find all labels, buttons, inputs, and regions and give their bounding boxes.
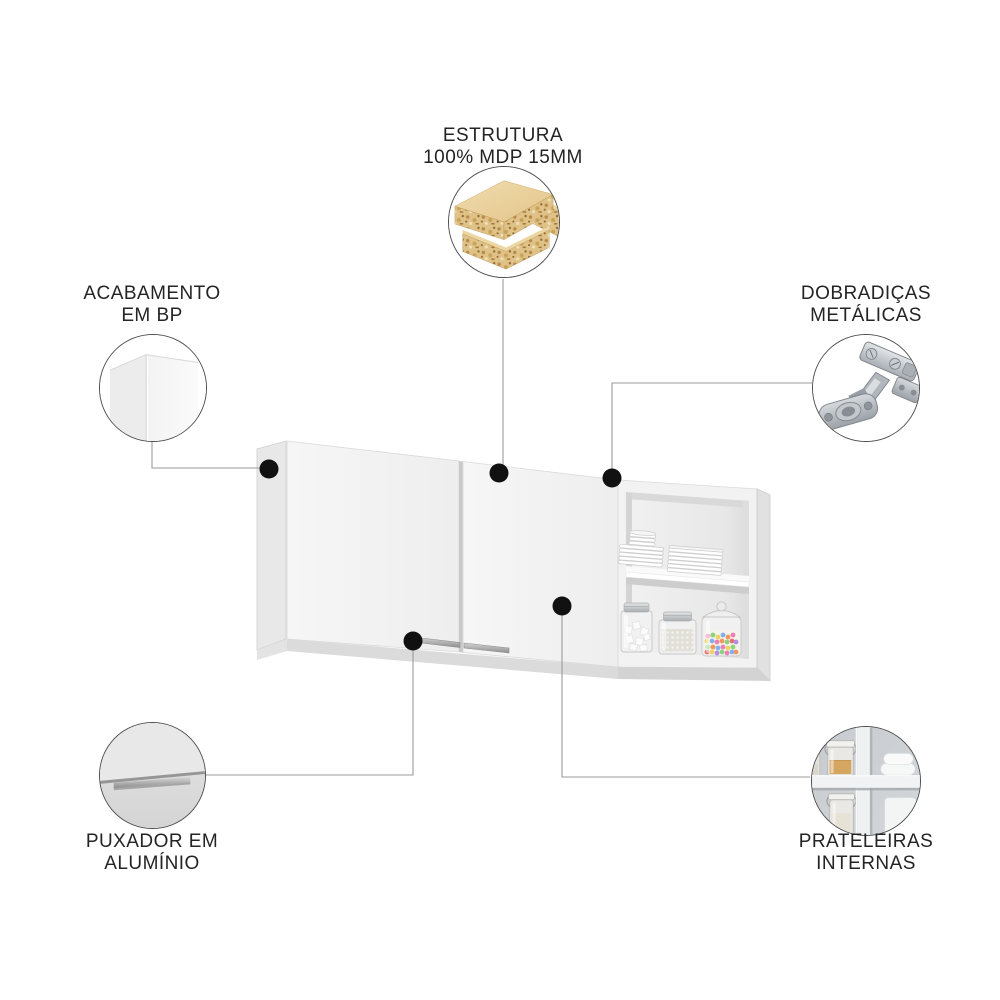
label-text: 100% MDP 15MM bbox=[423, 147, 583, 168]
door-divider bbox=[459, 461, 463, 653]
callout-lines bbox=[151, 279, 812, 778]
cabinet-right-panel bbox=[756, 488, 771, 682]
cabinet-door-right bbox=[462, 461, 619, 668]
callout-dots bbox=[259, 459, 622, 651]
clip-jar-grain bbox=[824, 740, 857, 777]
door-handle-right bbox=[463, 642, 510, 654]
callout-dot-puxador bbox=[403, 631, 423, 651]
callout-label-estrutura: ESTRUTURA 100% MDP 15MM bbox=[353, 125, 653, 169]
jar-candies bbox=[701, 601, 742, 657]
plates-stack-round bbox=[618, 530, 664, 568]
cabinet-left-panel bbox=[256, 440, 287, 651]
white-corner bbox=[109, 354, 199, 441]
label-text: ALUMÍNIO bbox=[104, 853, 200, 874]
particle-boards bbox=[454, 180, 559, 270]
callout-line-prateleiras bbox=[561, 612, 810, 778]
label-text: PRATELEIRAS bbox=[798, 831, 934, 852]
label-text: DOBRADIÇAS bbox=[800, 283, 932, 304]
cabinet-door-left bbox=[286, 440, 460, 653]
label-text: ESTRUTURA bbox=[442, 125, 564, 146]
internal-shelves-icon bbox=[811, 726, 921, 836]
plates-stack-square bbox=[666, 545, 724, 576]
callout-label-prateleiras: PRATELEIRAS INTERNAS bbox=[716, 831, 1000, 875]
cabinet bbox=[256, 440, 771, 682]
cabinet-bottom bbox=[618, 667, 770, 681]
callout-label-dobradicas: DOBRADIÇAS METÁLICAS bbox=[716, 283, 1000, 327]
callout-line-puxador bbox=[206, 648, 414, 776]
label-text: EM BP bbox=[121, 305, 183, 326]
label-text: ACABAMENTO bbox=[83, 283, 221, 304]
open-shelf-compartment bbox=[617, 479, 758, 669]
callout-label-puxador: PUXADOR EM ALUMÍNIO bbox=[2, 831, 302, 875]
cabinet-bottom bbox=[257, 639, 287, 660]
label-text: METÁLICAS bbox=[810, 305, 922, 326]
concealed-hinge bbox=[818, 341, 919, 430]
clip-jar-white bbox=[826, 793, 857, 835]
mdp-board-icon bbox=[448, 166, 560, 278]
callout-line-dobradicas bbox=[611, 382, 812, 472]
callout-dot-dobradicas bbox=[602, 468, 622, 488]
metal-hinge-icon bbox=[812, 334, 920, 442]
jar-pearls bbox=[658, 611, 697, 655]
internal-shelf bbox=[626, 577, 749, 594]
callout-dot-estrutura bbox=[489, 463, 509, 483]
aluminum-handle-icon bbox=[99, 722, 206, 829]
jar-sugar-cubes bbox=[620, 602, 653, 653]
cabinet-bottom bbox=[287, 639, 618, 679]
label-text: PUXADOR EM bbox=[85, 831, 219, 852]
handle-closeup bbox=[100, 723, 205, 791]
bp-finish-icon bbox=[99, 334, 207, 442]
callout-line-acabamento bbox=[151, 442, 262, 469]
callout-label-acabamento: ACABAMENTO EM BP bbox=[2, 283, 302, 327]
label-text: INTERNAS bbox=[816, 853, 916, 874]
callout-dot-prateleiras bbox=[552, 596, 572, 616]
callout-dot-acabamento bbox=[259, 459, 279, 479]
